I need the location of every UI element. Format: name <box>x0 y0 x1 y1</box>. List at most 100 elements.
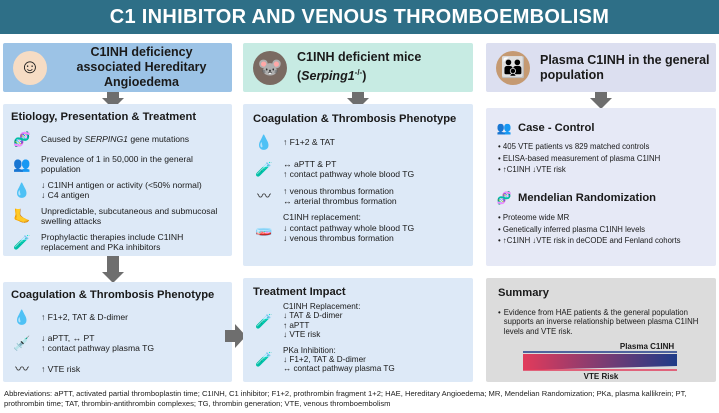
etiology-text: Unpredictable, subcutaneous and submucos… <box>41 205 218 227</box>
wedge-bottom-label: VTE Risk <box>584 372 619 380</box>
bullet-text: Proteome wide MR <box>502 213 570 222</box>
treatment-item: 🧪 PKa Inhibition: ↓ F1+2, TAT & D-dimer … <box>253 346 468 374</box>
dna-icon: 🧬 <box>13 130 31 147</box>
flow-arrow-down-icon <box>347 98 369 109</box>
summary-text: Evidence from HAE patients & the general… <box>503 308 699 336</box>
bullet-text: 405 VTE patients vs 829 matched controls <box>502 142 650 151</box>
summary-heading: Summary <box>498 287 549 299</box>
bullet-item: • 405 VTE patients vs 829 matched contro… <box>498 142 650 151</box>
mice-header: 🐭 C1INH deficient mice (Serping1-/-) <box>243 43 473 92</box>
coag-text: ↑ venous thrombus formation <box>283 185 394 196</box>
etiology-text: Prophylactic therapies include C1INH rep… <box>41 231 184 253</box>
hae-header: ☺ C1INH deficiency associated Hereditary… <box>3 43 232 92</box>
patients-icon: 👥 <box>496 121 512 135</box>
coag-text: ↑ F1+2, TAT & D-dimer <box>41 311 128 322</box>
treatment-text: C1INH Replacement: <box>283 302 361 311</box>
drop-icon: 💧 <box>255 133 273 150</box>
coag-item: 🧫 C1INH replacement:↓ contact pathway wh… <box>253 212 468 244</box>
mendelian-list: • Proteome wide MR • Genetically inferre… <box>498 212 710 247</box>
drop-icon: 💧 <box>13 308 31 325</box>
population-header-text: Plasma C1INH in the general population <box>540 52 710 82</box>
case-control-heading: Case - Control <box>518 121 595 134</box>
coag-text: C1INH replacement: <box>283 212 361 222</box>
dna-icon: 🧬 <box>496 191 512 205</box>
bullet-item: • Genetically inferred plasma C1INH leve… <box>498 224 646 234</box>
treatment-text: PKa Inhibition: <box>283 345 336 355</box>
wedge-top-label: Plasma C1INH <box>620 342 674 351</box>
coag-text: ↓ venous thrombus formation <box>283 233 394 243</box>
vial-icon: 🧪 <box>255 312 273 329</box>
mice-header-sup: -/- <box>354 68 363 78</box>
etiology-item: 🦶 Unpredictable, subcutaneous and submuc… <box>11 205 226 227</box>
flow-arrow-stem <box>595 92 607 98</box>
mice-header-text: C1INH deficient mice (Serping1-/-) <box>297 50 473 84</box>
treatment-panel: Treatment Impact 🧪 C1INH Replacement: ↓ … <box>243 278 473 382</box>
mice-coag-panel: Coagulation & Thrombosis Phenotype 💧 ↑ F… <box>243 104 473 266</box>
coag-item: 🧪 ↔ aPTT & PT↑ contact pathway whole blo… <box>253 158 468 180</box>
mice-header-gene: Serping1 <box>301 69 355 84</box>
etiology-item: 💧 ↓ C1INH antigen or activity (<50% norm… <box>11 179 226 201</box>
hae-coag-heading: Coagulation & Thrombosis Phenotype <box>11 289 215 301</box>
vein-icon: 〰 <box>257 187 271 204</box>
etiology-item: 🧬 Caused by SERPING1 gene mutations <box>11 128 226 150</box>
bullet-item: • Proteome wide MR <box>498 213 570 222</box>
case-control-heading-row: 👥 Case - Control <box>496 120 595 136</box>
treatment-item: 🧪 C1INH Replacement: ↓ TAT & D-dimer ↑ a… <box>253 302 468 340</box>
flow-arrow-right-icon <box>235 324 246 348</box>
coag-text: ↑ contact pathway plasma TG <box>41 343 155 353</box>
person-icon: ☺ <box>13 50 47 85</box>
treatment-text: ↓ F1+2, TAT & D-dimer <box>283 355 366 365</box>
coag-item: 〰 ↑ VTE risk <box>11 358 226 380</box>
flow-arrow-stem <box>225 330 237 342</box>
mouse-icon: 🐭 <box>253 50 287 85</box>
bullet-item: • ↑C1INH ↓VTE risk in deCODE and Fenland… <box>498 236 681 245</box>
vial-icon: 🧪 <box>255 351 273 368</box>
page-title: C1 INHIBITOR AND VENOUS THROMBOEMBOLISM <box>0 0 719 34</box>
flow-arrow-stem <box>352 92 364 98</box>
flow-arrow-stem <box>107 92 119 98</box>
case-control-list: • 405 VTE patients vs 829 matched contro… <box>498 141 710 176</box>
treatment-heading: Treatment Impact <box>253 286 346 298</box>
coag-item: 💧 ↑ F1+2, TAT & D-dimer <box>11 306 226 328</box>
bullet-text: Genetically inferred plasma C1INH levels <box>502 224 646 234</box>
coag-item: 💉 ↓ aPTT, ↔ PT↑ contact pathway plasma T… <box>11 332 226 354</box>
etiology-text: Prevalence of 1 in 50,000 in the general… <box>41 153 193 175</box>
treatment-text: ↓ VTE risk <box>283 330 321 340</box>
mendelian-heading: Mendelian Randomization <box>518 191 656 204</box>
treatment-text: ↑ aPTT <box>283 320 310 330</box>
treatment-text: ↓ TAT & D-dimer <box>283 311 343 321</box>
swelling-icon: 🦶 <box>13 207 31 224</box>
bullet-item: • ELISA-based measurement of plasma C1IN… <box>498 153 661 163</box>
inverse-wedge-graphic: Plasma C1INH VTE Risk <box>523 342 677 380</box>
summary-panel: Summary •Evidence from HAE patients & th… <box>486 278 716 382</box>
abbreviations-footnote: Abbreviations: aPTT, activated partial t… <box>4 389 687 408</box>
flow-arrow-down-icon <box>102 272 124 283</box>
bullet-text: ↑C1INH ↓VTE risk <box>502 165 566 174</box>
gene-name: SERPING1 <box>84 133 128 144</box>
flow-arrow-down-icon <box>102 98 124 109</box>
coag-text: ↑ F1+2 & TAT <box>283 136 335 147</box>
bullet-text: ↑C1INH ↓VTE risk in deCODE and Fenland c… <box>502 236 681 245</box>
bullet-item: • ↑C1INH ↓VTE risk <box>498 165 566 174</box>
bullet-text: ELISA-based measurement of plasma C1INH <box>502 153 661 163</box>
coag-text: ↔ arterial thrombus formation <box>283 196 397 206</box>
population-panel: 👥 Case - Control • 405 VTE patients vs 8… <box>486 108 716 266</box>
mice-header-prefix: C1INH deficient mice ( <box>297 50 422 84</box>
hae-header-text: C1INH deficiency associated Hereditary A… <box>76 45 207 89</box>
coag-text: ↑ contact pathway whole blood TG <box>283 169 415 179</box>
coag-item: 💧 ↑ F1+2 & TAT <box>253 131 468 153</box>
mice-coag-heading: Coagulation & Thrombosis Phenotype <box>253 113 457 125</box>
etiology-panel: Etiology, Presentation & Treatment 🧬 Cau… <box>3 104 232 256</box>
vial-icon: 🧫 <box>255 219 273 236</box>
coag-text: ↓ contact pathway whole blood TG <box>283 222 415 233</box>
population-header: 👪 Plasma C1INH in the general population <box>486 43 716 92</box>
mice-header-suffix: ) <box>362 69 367 84</box>
population-icon: 👥 <box>13 155 31 172</box>
people-icon: 👪 <box>496 50 530 85</box>
summary-bullet: •Evidence from HAE patients & the genera… <box>498 308 710 336</box>
etiology-item: 🧪 Prophylactic therapies include C1INH r… <box>11 231 226 253</box>
needle-icon: 💉 <box>13 334 31 351</box>
vial-icon: 🧪 <box>13 233 31 250</box>
coag-text: ↓ aPTT, ↔ PT <box>41 332 95 343</box>
etiology-text: ↓ C1INH antigen or activity (<50% normal… <box>41 179 202 190</box>
